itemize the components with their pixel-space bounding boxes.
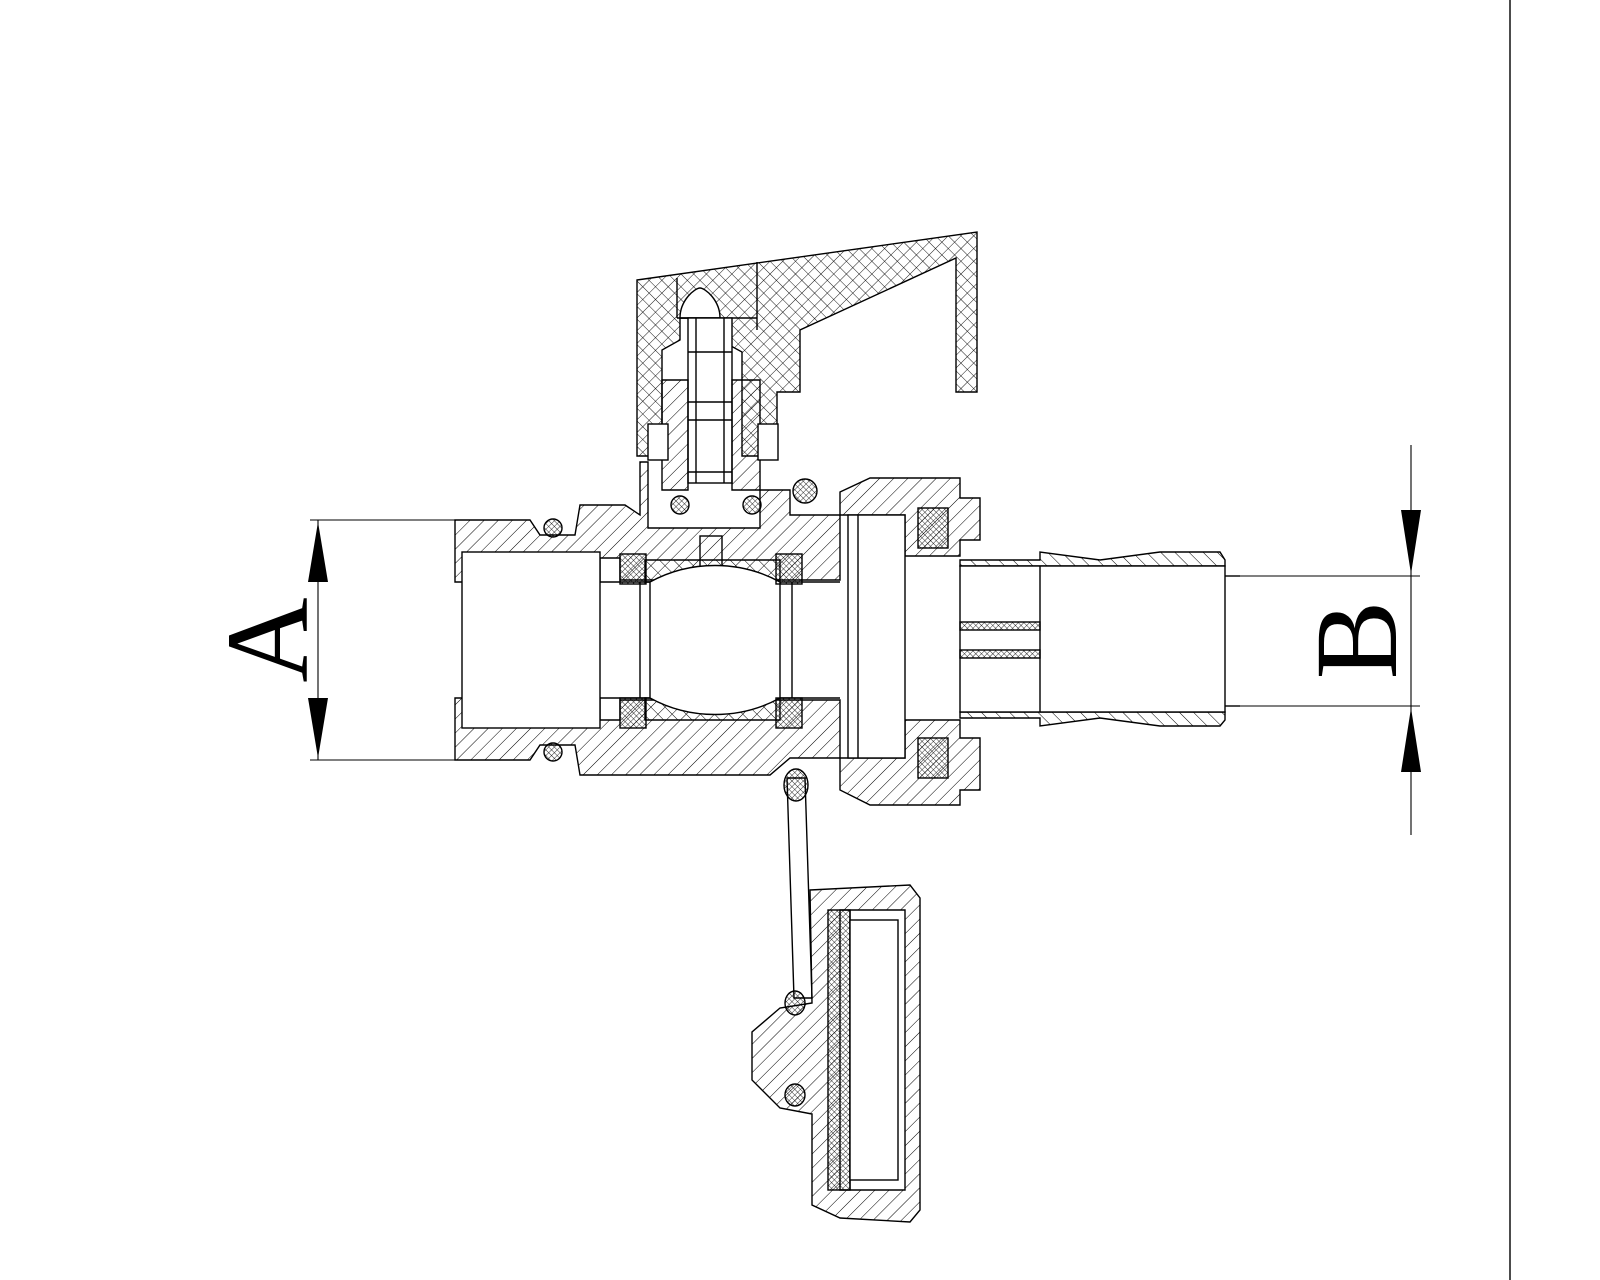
cap-chain xyxy=(783,768,813,1016)
dimension-b-label: B xyxy=(1291,601,1422,680)
dimension-b-arrow-bottom xyxy=(1401,708,1421,772)
union-nut xyxy=(839,477,981,806)
dimension-a-arrow-top xyxy=(308,522,328,582)
ball-seats xyxy=(619,553,803,729)
hose-barb-tail xyxy=(959,551,1240,727)
dimension-b-arrow-top xyxy=(1401,510,1421,574)
valve-body xyxy=(454,461,841,776)
valve-ball xyxy=(639,559,793,721)
body-o-rings xyxy=(543,478,818,762)
dimension-a: A xyxy=(202,519,455,761)
dimension-a-arrow-bottom xyxy=(308,698,328,758)
dimension-a-label: A xyxy=(202,597,333,682)
gland-nut xyxy=(647,379,779,491)
drain-cap xyxy=(751,884,921,1223)
stem-dome-cap xyxy=(677,287,757,319)
dimension-b: B xyxy=(1240,445,1422,835)
